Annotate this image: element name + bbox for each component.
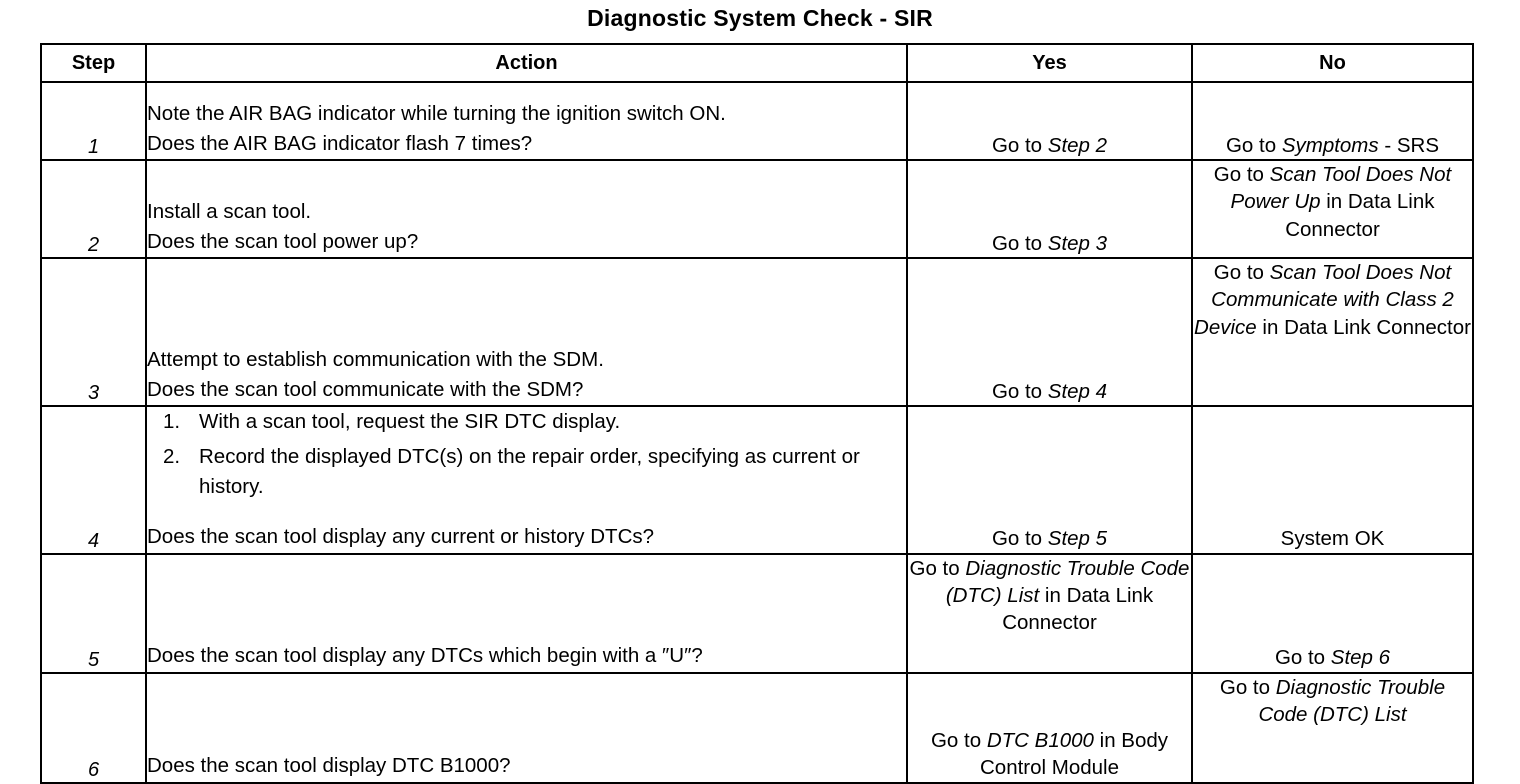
yes-cell: Go to Step 5 — [906, 405, 1193, 555]
goto-reference: Step 4 — [1047, 379, 1108, 403]
yes-text: Go to Diagnostic Trouble Code (DTC) List… — [908, 555, 1191, 637]
no-text: Go to Step 6 — [1193, 644, 1472, 671]
goto-prefix: Go to — [909, 556, 966, 580]
action-cell: Note the AIR BAG indicator while turning… — [145, 81, 908, 161]
column-header-no: No — [1191, 43, 1474, 83]
diagnostic-table: Step Action Yes No 1 Note the AIR BAG in… — [40, 43, 1474, 784]
column-header-yes: Yes — [906, 43, 1193, 83]
action-cell: Does the scan tool display any DTCs whic… — [145, 552, 908, 674]
no-cell: Go to Diagnostic Trouble Code (DTC) List — [1191, 671, 1474, 784]
no-cell: Go to Scan Tool Does Not Power Up in Dat… — [1191, 159, 1474, 259]
goto-reference: DTC B1000 — [986, 729, 1094, 752]
no-text: System OK — [1193, 525, 1472, 552]
goto-reference: Diagnostic Trouble Code (DTC) List — [945, 556, 1190, 607]
list-item: 1. With a scan tool, request the SIR DTC… — [147, 407, 906, 437]
action-line: Does the scan tool display DTC B1000? — [147, 754, 511, 778]
yes-text: Go to DTC B1000 in Body Control Module — [908, 727, 1191, 782]
yes-cell: Go to Step 2 — [906, 81, 1193, 161]
yes-text: Go to Step 3 — [908, 230, 1191, 257]
yes-cell: Go to Diagnostic Trouble Code (DTC) List… — [906, 552, 1193, 674]
step-number: 3 — [40, 257, 147, 407]
goto-prefix: Go to — [1274, 646, 1331, 670]
goto-suffix: in Data Link Connector — [1285, 190, 1435, 241]
goto-prefix: Go to — [991, 527, 1048, 551]
step-number: 6 — [40, 671, 147, 784]
goto-reference: Step 2 — [1047, 133, 1108, 157]
goto-reference: Diagnostic Trouble Code (DTC) List — [1258, 675, 1446, 726]
column-header-step: Step — [40, 43, 147, 83]
table-row: 1 Note the AIR BAG indicator while turni… — [40, 81, 1474, 161]
column-header-action: Action — [145, 43, 908, 83]
goto-prefix: Go to — [930, 729, 987, 752]
action-line: Does the scan tool display any DTCs whic… — [147, 644, 703, 668]
list-item-text: With a scan tool, request the SIR DTC di… — [199, 410, 621, 433]
goto-reference: Step 5 — [1047, 527, 1108, 551]
table-row: 5 Does the scan tool display any DTCs wh… — [40, 552, 1474, 674]
no-cell: Go to Scan Tool Does Not Communicate wit… — [1191, 257, 1474, 407]
goto-suffix: in Body Control Module — [979, 729, 1169, 780]
goto-prefix: Go to — [1225, 133, 1282, 157]
action-cell: 1. With a scan tool, request the SIR DTC… — [145, 405, 908, 555]
action-line: Note the AIR BAG indicator while turning… — [147, 101, 726, 125]
page-title: Diagnostic System Check - SIR — [587, 5, 933, 31]
goto-suffix: - SRS — [1378, 133, 1440, 157]
goto-reference: Step 6 — [1330, 646, 1391, 670]
list-item-number: 1. — [163, 410, 181, 433]
action-cell: Does the scan tool display DTC B1000? — [145, 671, 908, 784]
no-text: Go to Symptoms - SRS — [1193, 132, 1472, 159]
action-line: Does the scan tool power up? — [147, 229, 419, 253]
goto-reference: Symptoms — [1281, 133, 1379, 157]
step-number: 2 — [40, 159, 147, 259]
table-row: 4 1. With a scan tool, request the SIR D… — [40, 405, 1474, 555]
goto-prefix: Go to — [1219, 675, 1276, 699]
action-line: Attempt to establish communication with … — [147, 347, 604, 371]
table-row: 6 Does the scan tool display DTC B1000? … — [40, 671, 1474, 784]
goto-prefix: Go to — [991, 379, 1048, 403]
action-line: Install a scan tool. — [147, 199, 312, 223]
goto-suffix: in Data Link Connector — [1256, 315, 1471, 339]
no-cell: Go to Symptoms - SRS — [1191, 81, 1474, 161]
goto-prefix: Go to — [1213, 261, 1270, 284]
yes-text: Go to Step 4 — [908, 378, 1191, 405]
yes-cell: Go to Step 4 — [906, 257, 1193, 407]
action-line: Does the AIR BAG indicator flash 7 times… — [147, 131, 533, 155]
no-cell: Go to Step 6 — [1191, 552, 1474, 674]
goto-suffix: in Data Link Connector — [1002, 583, 1154, 634]
table-header-row: Step Action Yes No — [40, 43, 1474, 83]
no-text: Go to Diagnostic Trouble Code (DTC) List — [1193, 674, 1472, 729]
goto-reference: Scan Tool Does Not Communicate with Clas… — [1194, 261, 1454, 339]
goto-reference: Step 3 — [1047, 231, 1108, 255]
action-numbered-list: 1. With a scan tool, request the SIR DTC… — [147, 407, 906, 502]
yes-text: Go to Step 5 — [908, 525, 1191, 552]
yes-text: Go to Step 2 — [908, 132, 1191, 159]
action-cell: Install a scan tool. Does the scan tool … — [145, 159, 908, 259]
list-item: 2. Record the displayed DTC(s) on the re… — [147, 442, 906, 502]
no-text: Go to Scan Tool Does Not Communicate wit… — [1193, 259, 1472, 341]
no-text: Go to Scan Tool Does Not Power Up in Dat… — [1193, 161, 1472, 243]
action-cell: Attempt to establish communication with … — [145, 257, 908, 407]
no-cell: System OK — [1191, 405, 1474, 555]
goto-reference: Scan Tool Does Not Power Up — [1230, 163, 1452, 214]
table-row: 3 Attempt to establish communication wit… — [40, 257, 1474, 407]
action-question: Does the scan tool display any current o… — [147, 525, 655, 549]
action-line: Does the scan tool communicate with the … — [147, 377, 584, 401]
goto-prefix: Go to — [991, 133, 1048, 157]
yes-cell: Go to Step 3 — [906, 159, 1193, 259]
yes-cell: Go to DTC B1000 in Body Control Module — [906, 671, 1193, 784]
step-number: 1 — [40, 81, 147, 161]
list-item-number: 2. — [163, 445, 181, 469]
step-number: 5 — [40, 552, 147, 674]
goto-prefix: System OK — [1280, 527, 1385, 551]
list-item-text: Record the displayed DTC(s) on the repai… — [199, 445, 860, 499]
table-row: 2 Install a scan tool. Does the scan too… — [40, 159, 1474, 259]
goto-prefix: Go to — [1213, 163, 1270, 186]
goto-prefix: Go to — [991, 231, 1048, 255]
step-number: 4 — [40, 405, 147, 555]
